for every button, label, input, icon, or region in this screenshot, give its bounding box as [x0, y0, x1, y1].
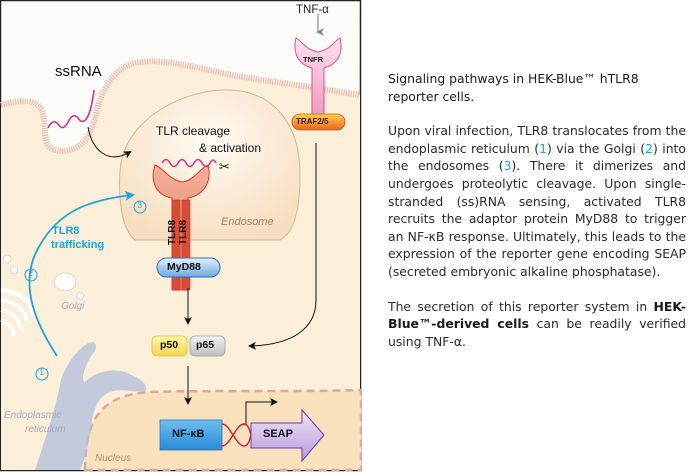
caption-text: Upon viral infection, TLR8 translocates …: [388, 123, 686, 156]
step-ref-2: 2: [645, 140, 653, 156]
caption-text: ) into the endosomes (: [388, 140, 686, 174]
traf-label: TRAF2/5: [296, 117, 329, 126]
tlr8-dimer: [152, 164, 210, 291]
tlr8-right-label: TLR8: [178, 220, 189, 245]
step-ref-1: 1: [539, 140, 547, 156]
ssrna-label: ssRNA: [55, 63, 102, 80]
nucleus: [83, 388, 362, 472]
trafficking-label-line1: TLR8: [52, 225, 80, 237]
golgi-vesicles: [2, 254, 84, 300]
trafficking-label-line2: trafficking: [51, 239, 105, 251]
golgi: [0, 288, 35, 337]
endosome-label: Endosome: [221, 216, 274, 228]
caption-title: Signaling pathways in HEK-Blue™ hTLR8 re…: [388, 71, 639, 104]
seap-gene-arrow: [250, 408, 325, 463]
myd88-pill: [156, 257, 221, 278]
myd88-label: MyD88: [167, 261, 201, 273]
diagram-canvas: ✂: [0, 0, 362, 472]
caption-paragraph-2: The secretion of this reporter system in…: [388, 298, 686, 351]
transcription-start-arrow: [245, 398, 278, 424]
caption-text: ). There it dimerizes and undergoes prot…: [388, 158, 687, 279]
caption-paragraph-1: Upon viral infection, TLR8 translocates …: [388, 122, 686, 280]
scissors-icon: ✂: [219, 160, 230, 175]
p50-box: [151, 335, 188, 357]
nfkb-label: NF-κB: [172, 428, 205, 440]
step-ref-3: 3: [503, 158, 512, 174]
tnfr-label: TNFR: [303, 55, 323, 64]
endosome: [119, 89, 301, 241]
p65-box: [189, 335, 226, 357]
p50-label: p50: [160, 339, 179, 351]
tlr8-left-label: TLR8: [167, 220, 178, 245]
ssrna-entry-arrow: [87, 126, 132, 159]
er-label-line1: Endoplasmic: [4, 410, 62, 421]
caption-text: ) via the Golgi (: [547, 140, 646, 156]
tnf-alpha-label: TNF-α: [296, 4, 329, 16]
traf-to-nfkb-arrow: [248, 143, 317, 350]
caption-emphasis: HEK-Blue™-derived cells: [388, 298, 686, 332]
step-3-number: 3: [137, 201, 142, 210]
caption-text: can be readily verified using TNF-α.: [388, 316, 686, 349]
tnfr-receptor: [294, 37, 342, 116]
nucleus-label: Nucleus: [95, 453, 132, 464]
endoplasmic-reticulum: [35, 342, 147, 470]
golgi-label: Golgi: [61, 301, 85, 312]
signaling-pathway-diagram: ✂ TNF-α TNFR: [0, 0, 362, 472]
nfkb-promoter-box: [159, 419, 223, 451]
traf-2-5-pill: [291, 113, 346, 131]
cleavage-label-line2: & activation: [199, 141, 262, 155]
er-label-line2: reticulum: [25, 424, 66, 435]
seap-label: SEAP: [263, 428, 293, 440]
step-2-number: 2: [28, 269, 33, 278]
cleavage-label-line1: TLR cleavage: [156, 124, 231, 138]
caption-text: The secretion of this reporter system in: [388, 298, 654, 314]
p65-label: p65: [196, 339, 215, 351]
step-2-badge: [24, 268, 38, 282]
rna-strand-endosome: [161, 158, 217, 168]
step-1-number: 1: [39, 368, 44, 377]
ssrna-strand: [47, 89, 95, 129]
step-1-badge: [35, 367, 49, 381]
tlr8-trafficking-arrow: [28, 190, 135, 357]
step-3-badge: [133, 200, 147, 214]
figure-caption: Signaling pathways in HEK-Blue™ hTLR8 re…: [388, 70, 686, 367]
